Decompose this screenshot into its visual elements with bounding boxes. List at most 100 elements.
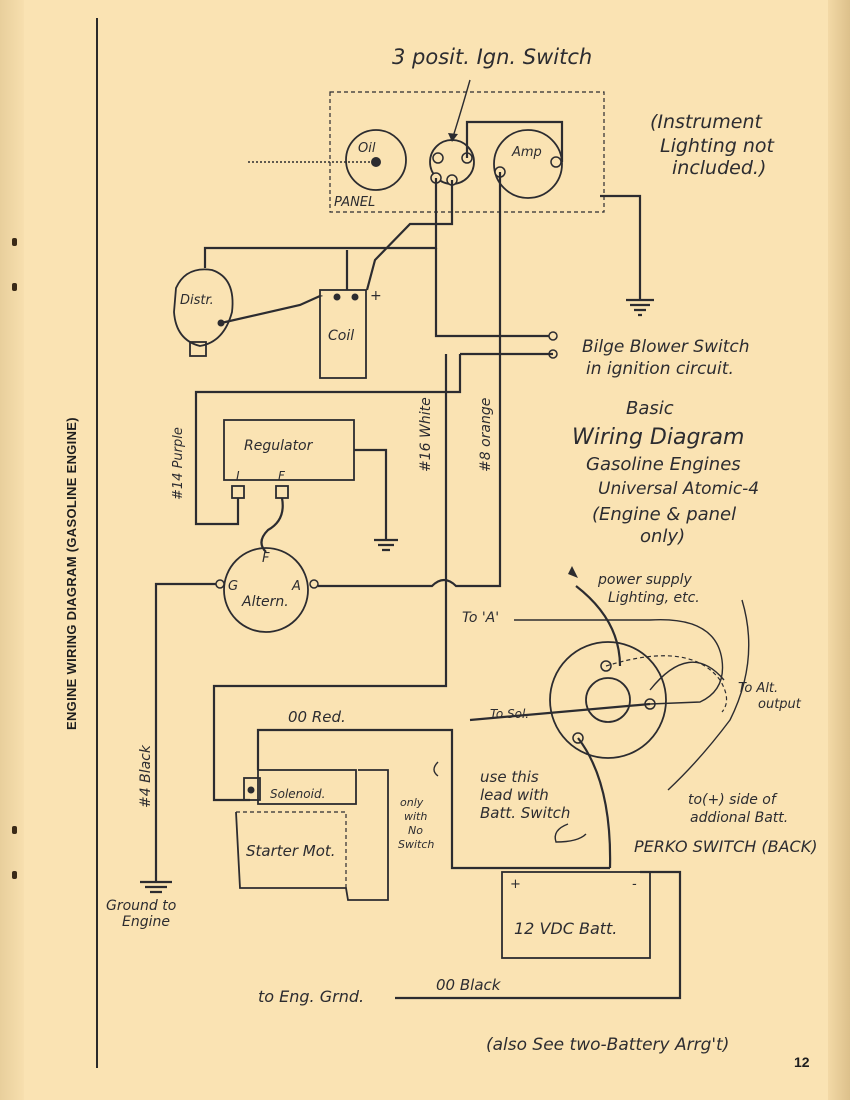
regulator-label: Regulator xyxy=(244,438,314,454)
oil-gauge-center xyxy=(371,157,381,167)
amp-label: Amp xyxy=(511,145,542,160)
regulator-i-label: I xyxy=(236,469,240,483)
starter-outline xyxy=(236,811,347,888)
coil-terminal-minus xyxy=(333,293,341,301)
perko-switch xyxy=(549,641,667,759)
white-wire xyxy=(212,354,448,802)
coil-to-distributor-wire xyxy=(220,294,321,325)
battery xyxy=(501,871,651,959)
starter-label: Starter Mot. xyxy=(246,842,336,860)
starter-motor xyxy=(235,769,389,901)
page-right-edge xyxy=(828,0,850,1100)
ground-to-engine-label: Ground to xyxy=(106,898,176,914)
coil-label: Coil xyxy=(328,328,354,344)
00-black-label: 00 Black xyxy=(436,976,502,994)
to-eng-grnd-label: to Eng. Grnd. xyxy=(258,987,364,1006)
only-with-no-switch-label: only xyxy=(400,796,424,809)
panel-label: PANEL xyxy=(334,195,375,210)
alternator-f-label: F xyxy=(262,551,270,566)
00-red-cable xyxy=(256,728,610,870)
only-with-no-switch-label: with xyxy=(404,810,427,823)
ign-to-distributor-wire xyxy=(203,178,438,268)
panel-ground-wire xyxy=(600,194,642,300)
ign-switch-label: 3 posit. Ign. Switch xyxy=(392,45,592,69)
margin-rule xyxy=(96,18,98,1068)
alternator-terminal-a xyxy=(309,579,319,589)
coil-terminal-plus xyxy=(351,293,359,301)
alternator-g-label: G xyxy=(228,579,238,594)
perko-to-solenoid-cable xyxy=(469,702,651,722)
solenoid-terminal-block xyxy=(243,777,261,801)
pointer-squiggle xyxy=(554,823,587,843)
00-red-label: 00 Red. xyxy=(288,708,346,726)
regulator-terminal-i xyxy=(231,485,245,499)
title-line: Gasoline Engines xyxy=(586,454,741,475)
title-line: Wiring Diagram xyxy=(572,425,744,450)
distributor xyxy=(173,268,234,347)
binding-hole xyxy=(12,871,17,879)
oil-gauge xyxy=(345,129,407,191)
to-sol-label: To Sol. xyxy=(490,707,529,721)
binding-hole xyxy=(12,238,17,246)
to-plus-side-label: to(+) side of xyxy=(688,792,778,808)
perko-switch-hub xyxy=(585,677,631,723)
black-ground-wire xyxy=(154,582,216,882)
bilge-blower-wire xyxy=(434,248,555,338)
power-supply-lead xyxy=(575,585,622,667)
to-a-wire xyxy=(514,618,724,705)
solenoid-terminal xyxy=(247,786,255,794)
purple-wire xyxy=(194,354,462,526)
distributor-label: Distr. xyxy=(180,293,214,308)
bilge-switch-terminal xyxy=(548,331,558,341)
arrowhead xyxy=(448,133,458,142)
perko-label: PERKO SWITCH (BACK) xyxy=(634,837,817,856)
ammeter-terminal xyxy=(550,156,562,168)
solenoid-label: Solenoid. xyxy=(270,787,325,801)
title-line: only) xyxy=(640,526,685,547)
pointer-squiggle xyxy=(433,761,439,777)
arrowhead xyxy=(568,566,578,578)
ground-symbol xyxy=(140,880,172,894)
use-this-lead-label: use this xyxy=(480,768,539,786)
ignition-coil xyxy=(319,289,367,379)
bilge-label-line: Bilge Blower Switch xyxy=(582,337,750,357)
title-line: (Engine & panel xyxy=(592,504,736,525)
instrument-note-line: (Instrument xyxy=(650,111,764,133)
battery-label: 12 VDC Batt. xyxy=(514,919,617,938)
to-alt-output-label: output xyxy=(758,697,802,712)
solenoid xyxy=(257,769,357,805)
regulator-terminal-f xyxy=(275,485,289,499)
to-plus-side-label: addional Batt. xyxy=(690,810,788,826)
instrument-note-line: included.) xyxy=(672,157,766,179)
instrument-note-line: Lighting not xyxy=(660,135,776,157)
coil-minus-label: - xyxy=(318,288,323,304)
ign-to-coil-wire xyxy=(365,180,454,291)
orange-wire-label: #8 orange xyxy=(478,398,494,472)
use-this-lead-label: lead with xyxy=(480,786,549,804)
only-with-no-switch-label: No xyxy=(408,824,423,837)
also-see-note: (also See two-Battery Arrg't) xyxy=(486,1035,729,1055)
oil-label: Oil xyxy=(358,141,376,156)
purple-wire-label: #14 Purple xyxy=(171,427,186,500)
ground-symbol xyxy=(374,538,398,552)
power-supply-label: power supply xyxy=(597,572,693,588)
perko-to-battery-cable xyxy=(577,737,612,869)
page-binding-edge xyxy=(0,0,24,1100)
page-number: 12 xyxy=(794,1054,810,1070)
bilge-label-line: in ignition circuit. xyxy=(586,359,734,379)
switch-to-amp-wire xyxy=(465,120,564,162)
to-alt-output-label: To Alt. xyxy=(738,681,778,696)
coil-plus-label: + xyxy=(370,288,382,304)
white-wire-label: #16 White xyxy=(418,397,434,472)
distributor-base xyxy=(189,341,207,357)
alternator xyxy=(223,547,309,633)
to-alt-output-lead xyxy=(605,655,728,713)
regulator-f-label: F xyxy=(278,469,286,483)
battery-plus-label: + xyxy=(510,877,521,892)
to-additional-batt-lead xyxy=(667,599,750,791)
ground-to-engine-label: Engine xyxy=(122,914,170,930)
alternator-a-label: A xyxy=(291,579,301,594)
alternator-terminal-g xyxy=(215,579,225,589)
00-black-cable xyxy=(395,870,682,1000)
